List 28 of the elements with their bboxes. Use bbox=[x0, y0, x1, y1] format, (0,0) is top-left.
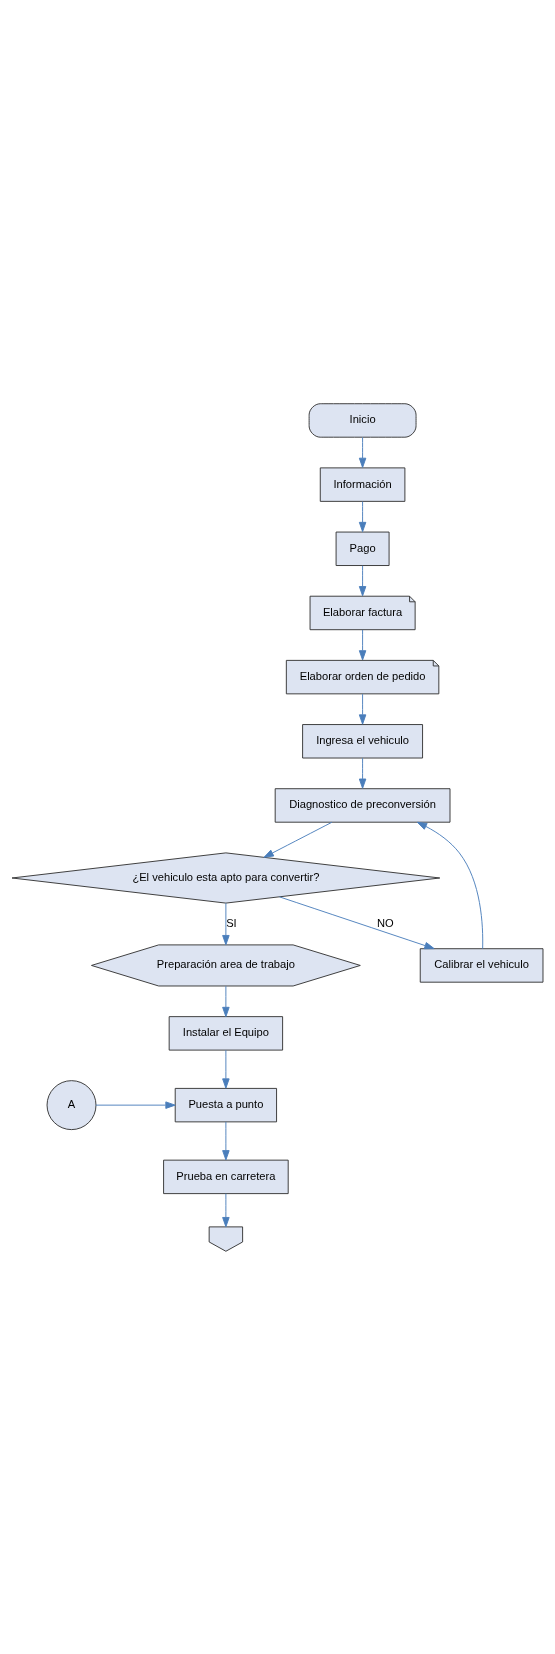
arrow bbox=[358, 693, 367, 725]
arrow bbox=[279, 895, 435, 949]
node-box: Inicio bbox=[308, 402, 417, 438]
node-circle: A bbox=[46, 1079, 97, 1130]
node-box: Calibrar el vehiculo bbox=[419, 947, 544, 983]
arrow bbox=[222, 1120, 230, 1160]
arrow bbox=[263, 821, 333, 858]
arrow bbox=[95, 1100, 176, 1109]
arrow bbox=[222, 902, 230, 945]
node-box: Instalar el Equipo bbox=[168, 1015, 284, 1051]
edge-label: NO bbox=[377, 916, 394, 929]
node-box: Ingresa el vehiculo bbox=[302, 723, 424, 758]
node-box: Puesta a punto bbox=[174, 1087, 278, 1122]
node-box: Diagnostico de preconversión bbox=[274, 787, 451, 823]
node-box: Prueba en carretera bbox=[163, 1159, 289, 1194]
node-box: Pago bbox=[335, 531, 390, 566]
edge-label: SI bbox=[226, 916, 237, 929]
arrow bbox=[358, 757, 367, 789]
arrow bbox=[358, 500, 367, 532]
arrow bbox=[416, 821, 484, 949]
node-box: Información bbox=[319, 466, 406, 502]
arrow bbox=[222, 1192, 230, 1227]
arrow bbox=[358, 436, 367, 468]
arrow bbox=[222, 985, 230, 1017]
arrow bbox=[222, 1049, 230, 1089]
node-pentagon bbox=[208, 1225, 244, 1252]
arrow bbox=[358, 564, 367, 596]
arrow bbox=[358, 628, 367, 660]
